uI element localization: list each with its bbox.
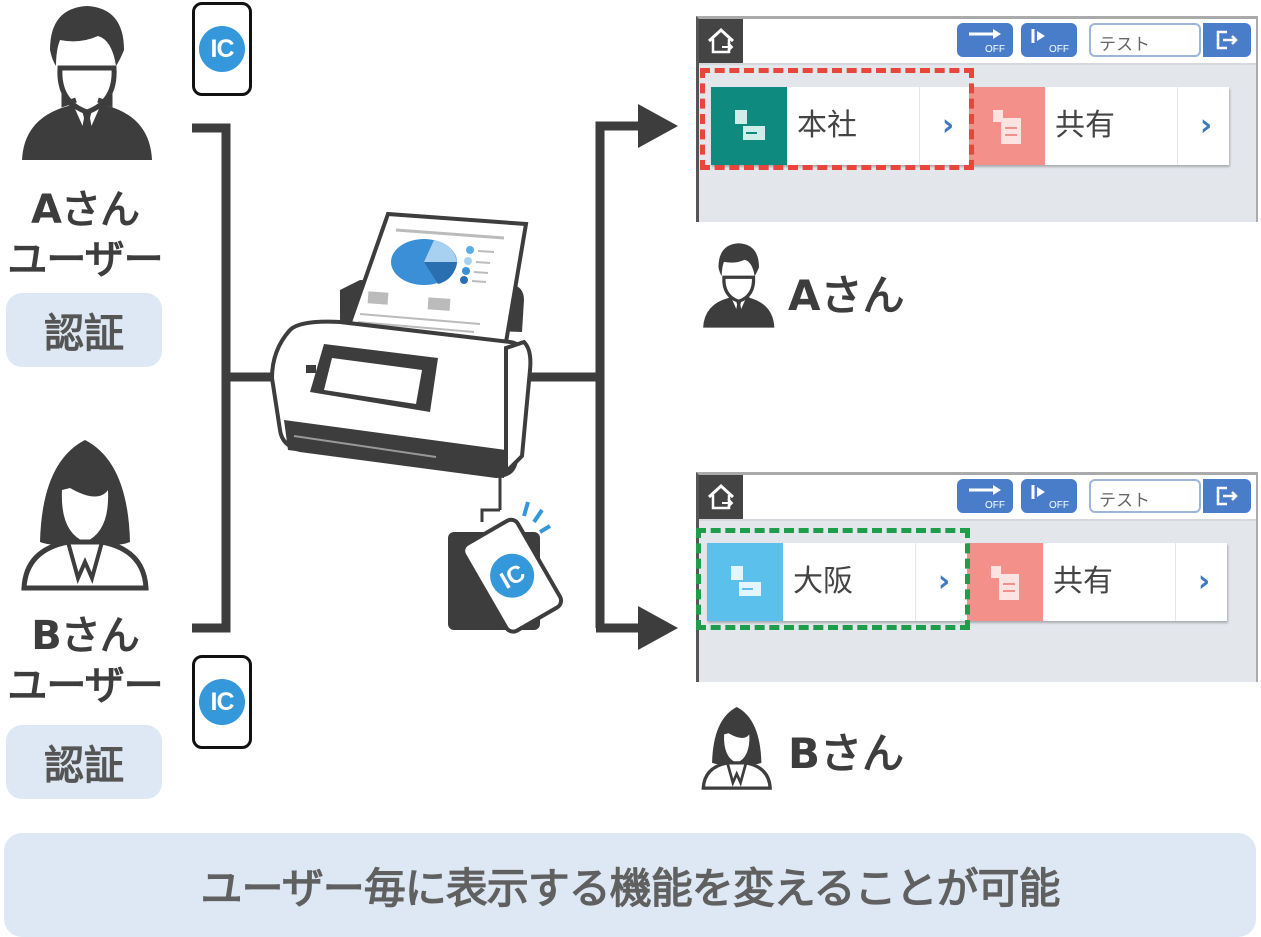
panel-user-a: OFF OFF テスト 本社 › 共有 › xyxy=(696,16,1258,222)
scanner-illustration: IC xyxy=(269,211,564,634)
shared-folder-icon xyxy=(967,543,1043,621)
ic-card-a: IC xyxy=(192,2,252,96)
arrow-b-icon xyxy=(638,606,678,650)
home-icon xyxy=(707,483,735,510)
chevron-right-icon: › xyxy=(1197,564,1211,599)
chevron-right-icon: › xyxy=(1199,108,1213,143)
home-button[interactable] xyxy=(699,475,743,519)
home-button[interactable] xyxy=(699,19,743,63)
highlight-box-b xyxy=(696,528,970,630)
user-b-name: Bさん xyxy=(31,613,140,659)
ic-card-icon: IC xyxy=(199,679,245,725)
tile-shared[interactable]: 共有 › xyxy=(969,87,1229,165)
footer-caption: ユーザー毎に表示する機能を変えることが可能 xyxy=(4,833,1256,937)
toolbar-button-1[interactable]: OFF xyxy=(957,23,1013,57)
toolbar-button-1-label: OFF xyxy=(985,500,1005,511)
logout-button[interactable] xyxy=(1203,23,1251,57)
ic-card-b: IC xyxy=(192,655,252,749)
toolbar-button-1-label: OFF xyxy=(985,44,1005,55)
arrow-a-icon xyxy=(638,104,678,148)
businesswoman-icon xyxy=(21,440,149,591)
user-a-name: Aさん xyxy=(31,187,140,233)
folder-scan-icon xyxy=(707,543,783,621)
panel-user-b: OFF OFF テスト 大阪 › 共有 › xyxy=(696,472,1258,682)
user-name-field[interactable]: テスト xyxy=(1089,479,1201,513)
toolbar-button-2[interactable]: OFF xyxy=(1021,23,1077,57)
tile-label: 共有 xyxy=(1053,564,1113,599)
right-bracket xyxy=(595,121,640,628)
highlight-box-a xyxy=(700,68,974,170)
toolbar-button-2-label: OFF xyxy=(1049,44,1069,55)
user-b-role: ユーザー xyxy=(7,663,163,709)
panel-toolbar: OFF OFF テスト xyxy=(699,475,1256,521)
shared-folder-icon xyxy=(969,87,1045,165)
left-bracket xyxy=(192,123,231,633)
tile-headquarters[interactable]: 本社 › xyxy=(711,87,971,165)
tile-shared[interactable]: 共有 › xyxy=(967,543,1227,621)
businessman-icon xyxy=(22,6,152,160)
tile-osaka[interactable]: 大阪 › xyxy=(707,543,967,621)
folder-scan-icon xyxy=(711,87,787,165)
panel-a-user-name: Aさん xyxy=(788,271,905,320)
businesswoman-small-icon xyxy=(701,706,772,790)
tile-label: 本社 xyxy=(797,108,857,143)
logout-icon xyxy=(1216,486,1238,506)
tile-label: 大阪 xyxy=(793,564,853,599)
businessman-small-icon xyxy=(703,243,775,328)
toolbar-button-2-label: OFF xyxy=(1049,500,1069,511)
logout-button[interactable] xyxy=(1203,479,1251,513)
panel-toolbar: OFF OFF テスト xyxy=(699,19,1256,65)
ic-card-icon: IC xyxy=(199,26,245,72)
user-a-role: ユーザー xyxy=(7,237,163,283)
user-name-field[interactable]: テスト xyxy=(1089,23,1201,57)
chevron-right-icon: › xyxy=(937,564,951,599)
user-a-auth-badge: 認証 xyxy=(6,293,162,367)
home-icon xyxy=(707,27,735,54)
toolbar-button-1[interactable]: OFF xyxy=(957,479,1013,513)
toolbar-button-2[interactable]: OFF xyxy=(1021,479,1077,513)
chevron-right-icon: › xyxy=(941,108,955,143)
user-b-auth-badge: 認証 xyxy=(6,725,162,799)
tile-label: 共有 xyxy=(1055,108,1115,143)
panel-b-user-name: Bさん xyxy=(788,729,905,778)
logout-icon xyxy=(1216,30,1238,50)
